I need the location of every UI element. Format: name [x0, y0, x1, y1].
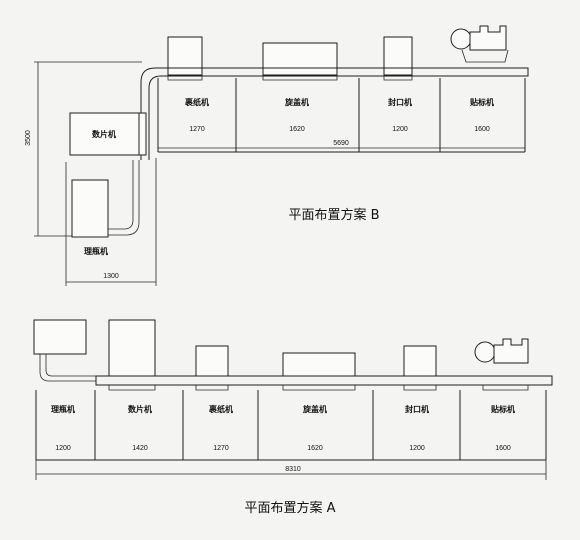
plan-a-box-sorter: [33, 319, 87, 355]
plan-b-width-dim: 1300: [103, 273, 119, 280]
plan-a-feed-c: [282, 385, 356, 391]
plan-a-dim-6: 1600: [495, 445, 511, 452]
plan-b-feed-3: [383, 75, 413, 81]
plan-a-label-wrapping: 裹纸机: [208, 404, 233, 414]
plan-a-dim-4: 1620: [307, 445, 323, 452]
plan-a-dim-3: 1270: [213, 445, 229, 452]
plan-a-label-sealing: 封口机: [405, 404, 429, 414]
plan-a: 理瓶机 数片机 裹纸机 旋盖机 封口机 贴标机 1200 1420 1270 1…: [33, 319, 553, 516]
plan-a-labeler-body: [493, 338, 529, 364]
plan-b-conveyor-down: [108, 160, 134, 230]
plan-a-feed-curve: [39, 354, 96, 382]
plan-b-dim-1: 1270: [189, 126, 205, 133]
plan-a-conveyor: [95, 375, 553, 386]
plan-b-box-counting: [69, 112, 147, 156]
plan-a-box-capping: [282, 352, 356, 377]
plan-a-label-sorter: 理瓶机: [51, 404, 75, 414]
plan-b-label-counting: 数片机: [92, 129, 116, 139]
plan-a-feed-a: [108, 385, 156, 391]
plan-a-box-sealing: [403, 345, 437, 377]
plan-b-label-labeler: 贴标机: [470, 97, 494, 107]
plan-b-box-wrapping: [167, 36, 203, 76]
plan-b-box-capping: [262, 42, 338, 76]
plan-b-label-sealing: 封口机: [388, 97, 412, 107]
plan-b-label-capping: 旋盖机: [284, 97, 309, 107]
plan-b-labeler-body: [469, 25, 507, 51]
plan-a-box-counting: [108, 319, 156, 377]
plan-a-labeler-roll: [474, 341, 496, 363]
plan-b-dim-4: 1600: [474, 126, 490, 133]
plan-b-title: 平面布置方案 B: [288, 207, 379, 223]
plan-b-conveyor-down-2: [108, 160, 140, 236]
plan-b-total: 5690: [333, 140, 349, 147]
plan-b-counting-side: [138, 112, 147, 156]
plan-a-feed-curve-2: [45, 354, 96, 377]
plan-a-label-labeler: 贴标机: [491, 404, 515, 414]
plan-a-title: 平面布置方案 A: [244, 500, 335, 516]
plan-b-conveyor: [140, 67, 529, 160]
plan-a-dim-2: 1420: [132, 445, 148, 452]
plan-b-label-sorter: 理瓶机: [84, 246, 108, 256]
plan-a-feed-d: [403, 385, 437, 391]
plan-a-label-capping: 旋盖机: [302, 404, 327, 414]
plan-b-box-sealing: [383, 36, 413, 76]
plan-b-labeler-roll: [450, 28, 472, 50]
plan-b: 裹纸机 旋盖机 封口机 贴标机 1270 1620 1200 1600 5690…: [25, 25, 529, 286]
plan-a-feed-e: [482, 385, 529, 391]
plan-a-box-wrapping: [195, 345, 229, 377]
plan-b-dim-2: 1620: [289, 126, 305, 133]
plan-b-feed-2: [262, 75, 338, 81]
plan-b-dim-3: 1200: [392, 126, 408, 133]
plan-b-feed-1: [167, 75, 203, 81]
plan-a-total: 8310: [285, 466, 301, 473]
plan-b-label-wrapping: 裹纸机: [184, 97, 209, 107]
plan-b-height-dim: 3500: [25, 130, 32, 146]
plan-a-feed-b: [195, 385, 229, 391]
plan-a-dim-1: 1200: [55, 445, 71, 452]
plan-b-labeler-base: [461, 49, 509, 63]
plan-a-label-counting: 数片机: [128, 404, 152, 414]
plan-a-dim-5: 1200: [409, 445, 425, 452]
plan-b-box-sorter: [71, 179, 109, 238]
